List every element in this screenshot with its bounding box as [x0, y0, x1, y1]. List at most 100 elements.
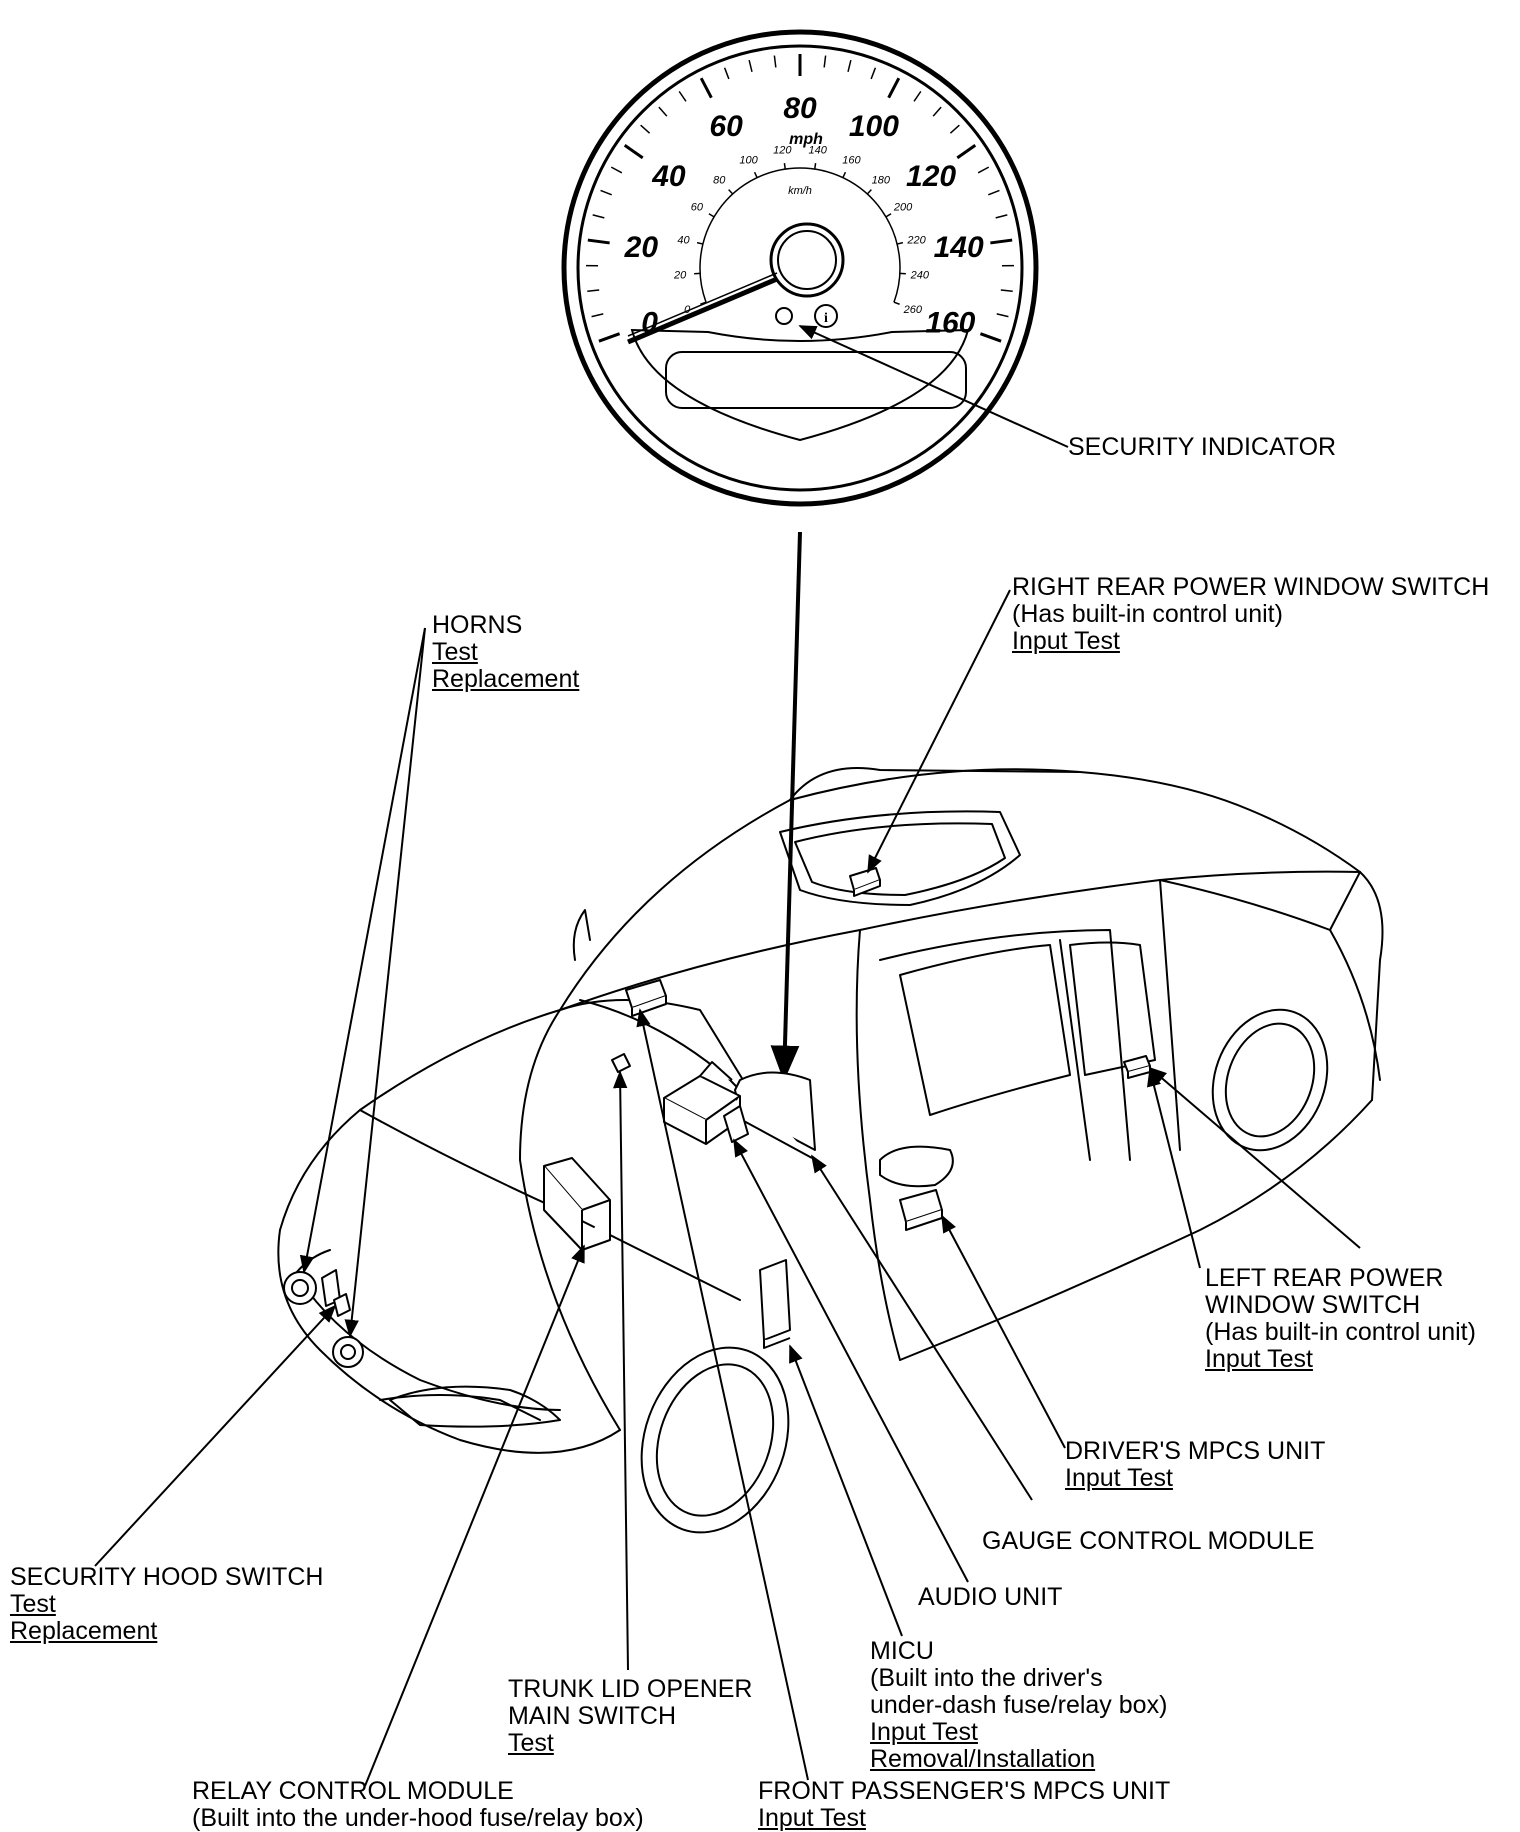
audio-unit-label: AUDIO UNIT	[918, 1584, 1062, 1611]
horn-right-shape	[333, 1337, 363, 1367]
kmh-tick-label: 180	[872, 174, 891, 186]
gauge-control-module-label: GAUGE CONTROL MODULE	[982, 1528, 1314, 1555]
mph-tick-label: 80	[783, 92, 817, 125]
kmh-tick	[815, 163, 816, 169]
mph-tick	[725, 68, 729, 79]
kmh-tick	[843, 172, 846, 177]
mph-tick	[625, 145, 643, 158]
mph-tick	[659, 107, 667, 116]
mph-tick	[587, 290, 599, 291]
mph-tick	[950, 125, 959, 133]
trunk-lid-opener-test-link[interactable]: Test	[508, 1730, 752, 1757]
car-outline	[278, 768, 1382, 1553]
left-rear-window-switch-title-line1: LEFT REAR POWER	[1205, 1265, 1476, 1292]
kmh-unit-label: km/h	[788, 185, 812, 197]
kmh-tick-label: 60	[691, 202, 704, 214]
micu-removal-installation-link[interactable]: Removal/Installation	[870, 1746, 1167, 1773]
mph-tick	[593, 215, 605, 218]
right-rear-window-switch-input-test-link[interactable]: Input Test	[1012, 628, 1489, 655]
right-rear-window-switch-note: (Has built-in control unit)	[1012, 601, 1489, 628]
mph-tick	[749, 60, 752, 72]
trunk-lid-opener-label: TRUNK LID OPENER MAIN SWITCH Test	[508, 1676, 752, 1757]
kmh-tick-label: 260	[903, 304, 923, 316]
kmh-tick	[784, 163, 785, 169]
left-rear-window-switch-input-test-link[interactable]: Input Test	[1205, 1346, 1476, 1373]
mph-tick	[996, 215, 1008, 218]
mph-tick	[588, 240, 610, 243]
mph-tick-label: 120	[906, 160, 956, 193]
gauge-cluster-shape	[735, 1073, 815, 1159]
micu-input-test-link[interactable]: Input Test	[870, 1719, 1167, 1746]
front-passenger-mpcs-label: FRONT PASSENGER'S MPCS UNIT Input Test	[758, 1778, 1170, 1832]
security-hood-switch-replacement-link[interactable]: Replacement	[10, 1618, 323, 1645]
kmh-tick	[697, 243, 703, 244]
security-indicator-title: SECURITY INDICATOR	[1068, 434, 1336, 461]
security-hood-switch-title: SECURITY HOOD SWITCH	[10, 1564, 323, 1591]
mph-tick	[848, 60, 851, 72]
mph-tick-label: 20	[624, 231, 659, 264]
mph-tick	[774, 56, 775, 68]
horns-replacement-link[interactable]: Replacement	[432, 666, 579, 693]
under-dash-fusebox-shape	[760, 1260, 790, 1348]
mph-tick-label: 160	[925, 307, 975, 340]
kmh-tick-label: 240	[910, 269, 930, 281]
mph-tick-label: 60	[709, 110, 743, 143]
mph-tick	[679, 91, 686, 101]
right-rear-window-switch-label: RIGHT REAR POWER WINDOW SWITCH (Has buil…	[1012, 574, 1489, 655]
kmh-tick	[886, 214, 891, 217]
mph-tick	[889, 78, 899, 98]
front-passenger-mpcs-title: FRONT PASSENGER'S MPCS UNIT	[758, 1778, 1170, 1805]
kmh-tick	[755, 172, 758, 177]
gauge-control-module-title: GAUGE CONTROL MODULE	[982, 1528, 1314, 1555]
horn-left-shape	[284, 1272, 316, 1304]
right-rear-window-switch-shape	[850, 868, 880, 896]
kmh-tick-label: 40	[677, 234, 690, 246]
kmh-tick-label: 200	[893, 202, 913, 214]
mph-tick	[957, 145, 975, 158]
kmh-tick	[729, 190, 733, 194]
mph-tick	[641, 125, 650, 133]
drivers-mpcs-input-test-link[interactable]: Input Test	[1065, 1465, 1325, 1492]
kmh-tick-label: 0	[684, 304, 691, 316]
kmh-tick-label: 160	[842, 155, 861, 167]
hood-switch-shape	[322, 1270, 350, 1316]
kmh-tick-label: 120	[773, 144, 792, 156]
mph-tick	[980, 334, 1001, 342]
left-rear-window-switch-label: LEFT REAR POWER WINDOW SWITCH (Has built…	[1205, 1265, 1476, 1373]
security-hood-switch-label: SECURITY HOOD SWITCH Test Replacement	[10, 1564, 323, 1645]
mph-tick	[914, 91, 921, 101]
kmh-tick-label: 80	[713, 174, 726, 186]
mph-tick	[988, 190, 999, 194]
drivers-mpcs-title: DRIVER'S MPCS UNIT	[1065, 1438, 1325, 1465]
mph-tick-label: 100	[849, 110, 899, 143]
kmh-tick	[867, 190, 871, 194]
security-indicator-label: SECURITY INDICATOR	[1068, 434, 1336, 461]
drivers-mpcs-shape	[900, 1190, 942, 1230]
mph-tick	[933, 107, 941, 116]
trunk-lid-opener-title-line1: TRUNK LID OPENER	[508, 1676, 752, 1703]
mph-tick-label: 40	[651, 160, 686, 193]
micu-label: MICU (Built into the driver's under-dash…	[870, 1638, 1167, 1773]
relay-control-module-label: RELAY CONTROL MODULE (Built into the und…	[192, 1778, 644, 1832]
security-hood-switch-test-link[interactable]: Test	[10, 1591, 323, 1618]
mph-tick	[990, 240, 1012, 243]
security-indicator-icon	[776, 308, 792, 324]
left-rear-window-switch-note: (Has built-in control unit)	[1205, 1319, 1476, 1346]
kmh-tick-label: 20	[673, 269, 687, 281]
mph-tick-label: 140	[934, 231, 984, 264]
micu-note-line1: (Built into the driver's	[870, 1665, 1167, 1692]
horns-title: HORNS	[432, 612, 579, 639]
kmh-tick	[897, 243, 903, 244]
mph-tick	[599, 334, 620, 342]
horns-label: HORNS Test Replacement	[432, 612, 579, 693]
horns-test-link[interactable]: Test	[432, 639, 579, 666]
mph-tick-label: 0	[641, 307, 658, 340]
kmh-tick-label: 140	[808, 144, 827, 156]
mph-tick	[701, 78, 711, 98]
mph-tick	[592, 314, 604, 317]
mph-tick	[611, 167, 622, 173]
trunk-opener-shape	[612, 1054, 630, 1072]
mph-tick	[824, 56, 825, 68]
mph-tick	[1001, 290, 1013, 291]
micu-title: MICU	[870, 1638, 1167, 1665]
